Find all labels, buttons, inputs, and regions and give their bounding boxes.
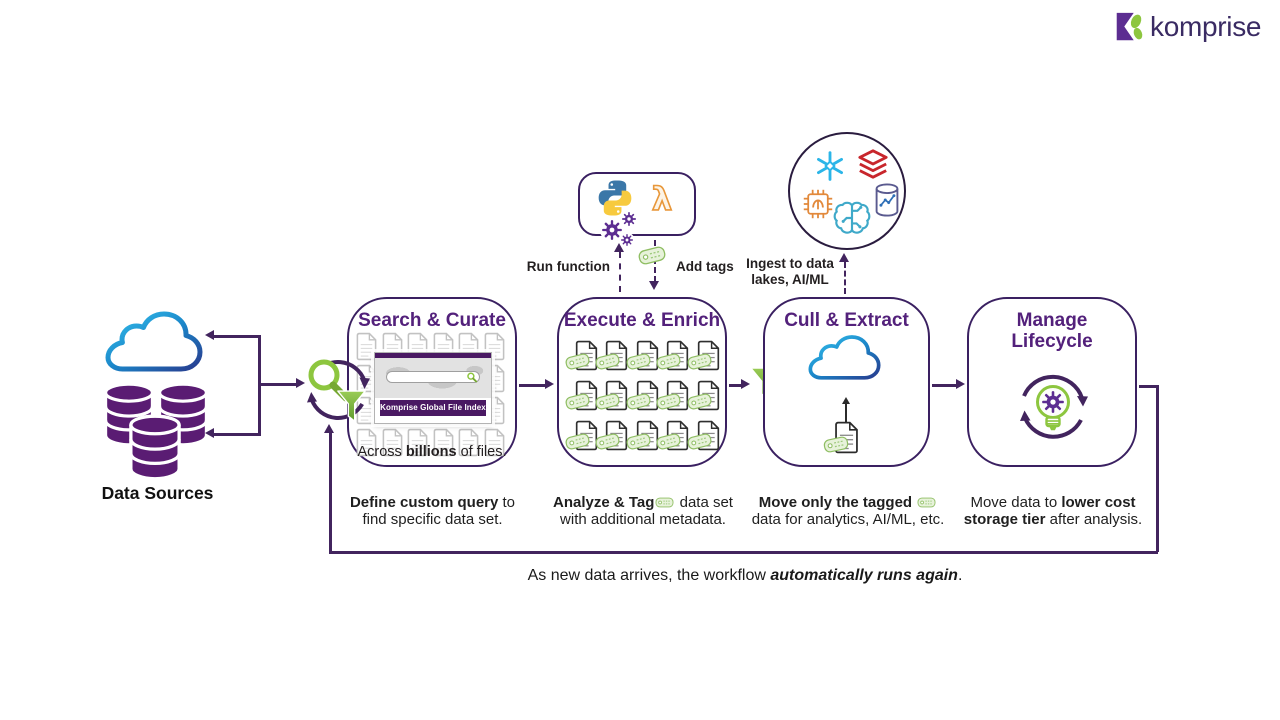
stage-title: Cull & Extract	[784, 310, 909, 331]
arrowhead-stage2-3	[741, 379, 750, 389]
komprise-logo-text: komprise	[1150, 11, 1262, 42]
connector-stage3-4	[932, 384, 957, 387]
loop-line-bottom	[329, 551, 1158, 554]
database-stack-icon	[103, 382, 209, 481]
loop-line-top-right	[1139, 385, 1157, 388]
data-sources-connector	[258, 335, 261, 436]
file-to-cloud-connector	[845, 404, 847, 422]
arrowhead-to-databases	[205, 428, 214, 438]
caption-search-curate: Define custom query to find specific dat…	[349, 494, 516, 529]
stage1-note: Across billions of files.	[357, 444, 507, 460]
connector-to-databases	[214, 433, 260, 436]
run-function-arrowhead	[614, 243, 624, 252]
brain-circuit-icon	[832, 200, 872, 236]
arrowhead-to-search	[296, 378, 305, 388]
add-tags-label: Add tags	[676, 259, 734, 274]
ingest-arrowhead	[839, 253, 849, 262]
connector-to-search	[260, 383, 298, 386]
run-function-label: Run function	[526, 259, 610, 274]
add-tags-arrowhead	[649, 281, 659, 290]
connector-stage2-3	[729, 384, 742, 387]
tag-icon	[917, 497, 936, 508]
data-sources-label: Data Sources	[101, 483, 214, 503]
komprise-logo: komprise	[1112, 10, 1261, 44]
caption-cull-extract: Move only the tagged data for analytics,…	[751, 494, 945, 529]
connector-to-cloud	[214, 335, 260, 338]
database-analytics-icon	[874, 182, 900, 218]
connector-stage1-2	[519, 384, 546, 387]
index-banner: Komprise Global File Index	[380, 400, 486, 416]
ingest-dashed-line	[844, 262, 846, 294]
databricks-icon	[856, 148, 890, 180]
global-file-index-window: Komprise Global File Index	[374, 352, 492, 424]
arrowhead-stage3-4	[956, 379, 965, 389]
function-box	[578, 172, 696, 236]
search-icon	[467, 372, 478, 383]
window-titlebar	[375, 353, 491, 358]
file-to-cloud-arrowhead	[842, 397, 850, 404]
cloud-icon	[805, 334, 887, 386]
snowflake-icon	[814, 150, 846, 182]
ingest-label: Ingest to data lakes, AI/ML	[746, 256, 834, 287]
cloud-icon	[101, 310, 211, 380]
stage-title: Execute & Enrich	[563, 310, 721, 331]
lightbulb-gear-recycle-icon	[1020, 374, 1088, 439]
search-refresh-icon	[307, 359, 370, 422]
ai-chip-icon	[802, 188, 834, 220]
caption-manage-lifecycle: Move data to lower cost storage tier aft…	[963, 494, 1143, 529]
loop-line-left	[329, 433, 332, 553]
komprise-logo-mark-icon	[1116, 12, 1143, 41]
window-search-input	[386, 371, 480, 383]
loop-line-right	[1156, 385, 1159, 552]
tagged-files-grid	[570, 339, 722, 459]
caption-execute-enrich: Analyze & Tag data set with additional m…	[553, 494, 733, 529]
run-function-dashed-line	[619, 252, 621, 292]
data-lake-ecosystem-circle	[788, 132, 906, 250]
window-world-map	[375, 358, 491, 398]
loop-arrowhead	[324, 424, 334, 433]
arrowhead-stage1-2	[545, 379, 554, 389]
stage-title: Manage Lifecycle	[1011, 310, 1093, 352]
arrowhead-to-cloud	[205, 330, 214, 340]
footer-note: As new data arrives, the workflow automa…	[527, 567, 963, 584]
aws-lambda-icon	[644, 181, 680, 217]
stage-title: Search & Curate	[358, 310, 506, 331]
tag-icon	[655, 497, 674, 508]
stage-box-manage-lifecycle: Manage Lifecycle	[967, 297, 1137, 467]
